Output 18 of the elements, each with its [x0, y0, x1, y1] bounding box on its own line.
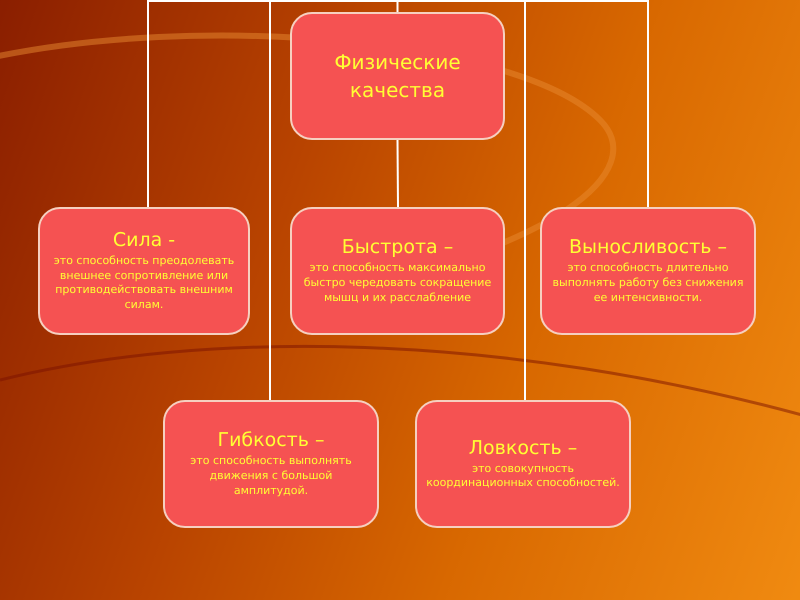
box-heading: Сила -: [112, 228, 176, 252]
rounded-box: [38, 207, 250, 335]
box-heading: Физические качества: [333, 49, 462, 104]
rounded-box: [290, 12, 505, 140]
box-heading: Ловкость –: [468, 436, 578, 460]
box-heading: Быстрота –: [342, 236, 454, 260]
definition-text: это способность длительно выполнять работу без снижения ее интенсивности.: [552, 261, 744, 306]
rounded-box: [290, 207, 505, 335]
box-heading: Гибкость –: [217, 429, 324, 452]
definition-text: это способность максимально быстро чередовать сокращение мышц и их расслабление: [302, 261, 492, 306]
connector-line: [396, 140, 399, 207]
rounded-box: [415, 400, 631, 528]
definition-text: это совокупность координационных способностей.: [425, 462, 621, 492]
rounded-box: [163, 400, 379, 528]
definition-text: это способность выполнять движения с большой амплитудой.: [189, 454, 353, 499]
box-heading: Выносливость –: [568, 236, 728, 260]
rounded-box: [540, 207, 756, 335]
definition-text: это способность преодолевать внешнее сопротивление или противодействовать внешним силам.: [52, 254, 236, 314]
